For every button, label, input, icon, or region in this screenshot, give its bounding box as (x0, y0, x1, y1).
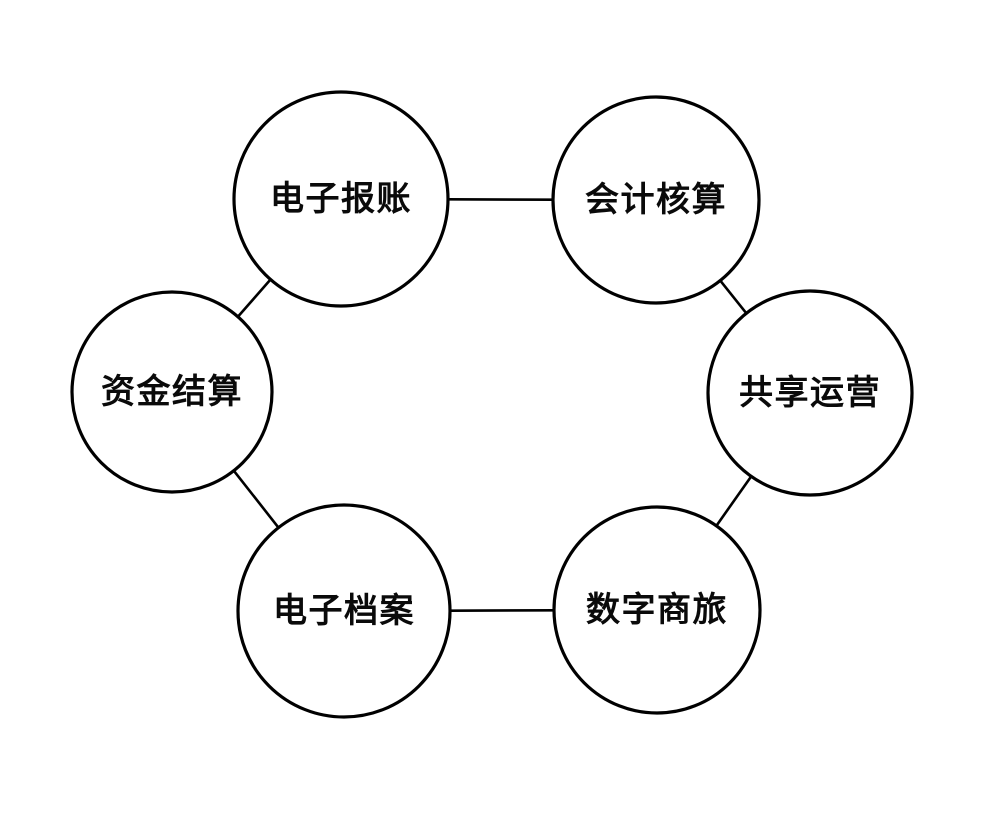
node-circle-accounting[interactable] (551, 95, 761, 305)
node-electronic-archives[interactable]: 电子档案 (236, 503, 452, 719)
node-fund-settlement[interactable]: 资金结算 (70, 290, 274, 494)
node-circle-electronic-archives[interactable] (236, 503, 452, 719)
edge-layer (232, 198, 753, 612)
node-circle-electronic-reimbursement[interactable] (232, 90, 450, 308)
node-label-fund-settlement: 资金结算 (101, 372, 243, 412)
connector-line (236, 278, 272, 318)
node-label-shared-operations: 共享运营 (739, 373, 881, 413)
node-label-electronic-reimbursement: 电子报账 (270, 179, 412, 219)
node-label-electronic-archives: 电子档案 (273, 591, 415, 631)
node-accounting[interactable]: 会计核算 (551, 95, 761, 305)
node-shared-operations[interactable]: 共享运营 (706, 289, 914, 497)
connector-line (719, 279, 748, 315)
connector-line (232, 469, 280, 529)
node-label-digital-business-travel: 数字商旅 (586, 590, 728, 630)
node-circle-digital-business-travel[interactable] (552, 505, 762, 715)
node-electronic-reimbursement[interactable]: 电子报账 (232, 90, 450, 308)
node-circle-shared-operations[interactable] (706, 289, 914, 497)
node-label-accounting: 会计核算 (585, 180, 727, 220)
connector-line (715, 475, 753, 527)
node-digital-business-travel[interactable]: 数字商旅 (552, 505, 762, 715)
node-circle-fund-settlement[interactable] (70, 290, 274, 494)
